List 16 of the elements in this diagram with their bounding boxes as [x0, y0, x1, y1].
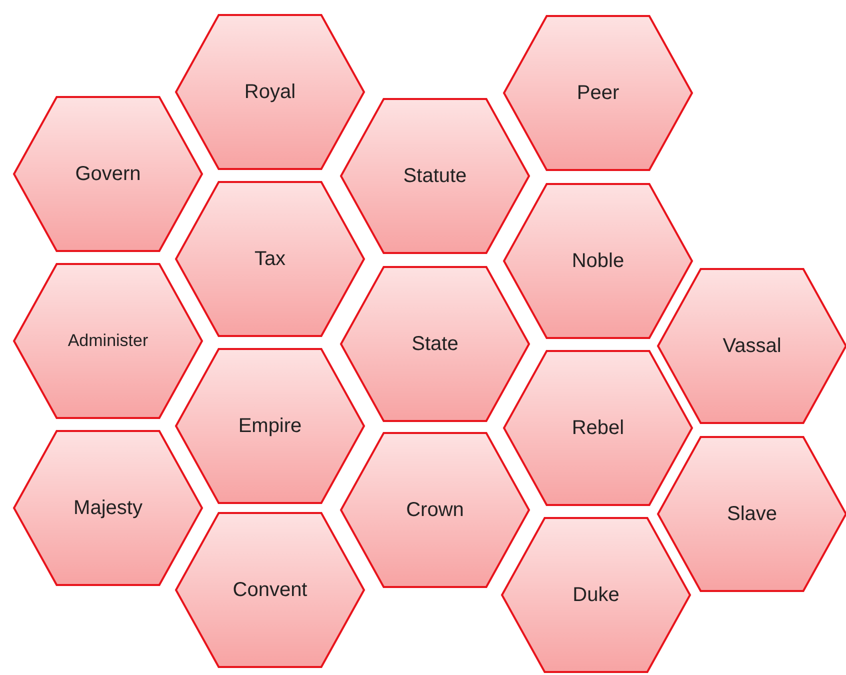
- hexagon-label: Govern: [75, 162, 141, 186]
- hexagon-label: State: [412, 332, 458, 356]
- hexagon-label: Crown: [406, 498, 464, 522]
- hexagon-label: Rebel: [572, 416, 624, 440]
- hexagon-label: Convent: [232, 578, 308, 602]
- hexagon-label: Tax: [254, 248, 286, 270]
- hexagon-label: Peer: [576, 82, 620, 104]
- hexagon-label: Royal: [244, 80, 296, 104]
- hexagon-label: Empire: [238, 414, 302, 438]
- hexagon-label: Administer: [68, 331, 148, 351]
- hexagon-label: Slave: [726, 502, 778, 526]
- hexagon-label: Majesty: [74, 496, 142, 520]
- hexagon-label: Statute: [403, 164, 467, 188]
- hexagon-label: Duke: [572, 584, 620, 606]
- hexagon-label: Vassal: [722, 334, 782, 358]
- hexagon-label: Noble: [572, 250, 624, 272]
